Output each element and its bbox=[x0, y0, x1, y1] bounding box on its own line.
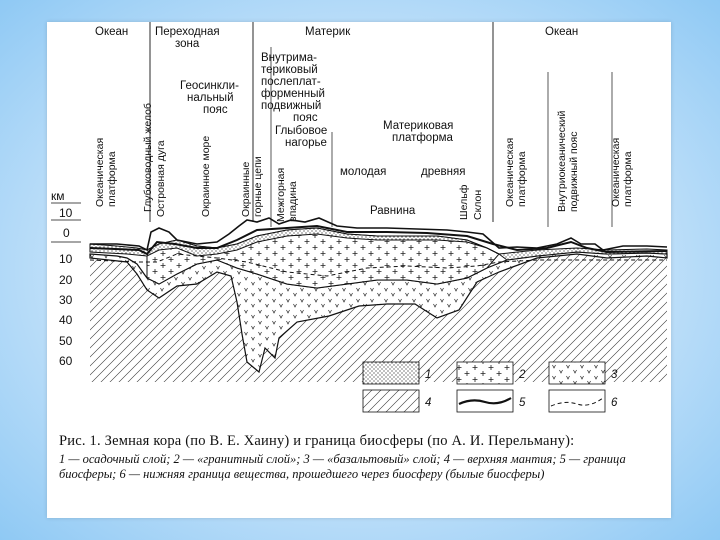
label-geosyncline-2: нальный bbox=[187, 92, 234, 104]
label-intracontinental-4: форменный bbox=[261, 88, 325, 100]
label-ocean-right: Океан bbox=[545, 26, 578, 38]
label-intraoceanic-belt-1: Внутриокеанический bbox=[556, 111, 568, 212]
legend-num-5: 5 bbox=[519, 397, 526, 409]
legend-num-4: 4 bbox=[425, 397, 431, 409]
legend-swatch-basalt bbox=[548, 361, 606, 385]
label-intracontinental-1: Внутрима- bbox=[261, 52, 317, 64]
label-transition-zone-1: Переходная bbox=[155, 26, 220, 38]
biosphere-boundary bbox=[89, 224, 668, 256]
label-intermontane-1: Межгорная bbox=[275, 168, 287, 222]
caption-title: Рис. 1. Земная кора (по В. Е. Хаину) и г… bbox=[59, 433, 575, 449]
label-continental-platform-1: Материковая bbox=[383, 120, 453, 132]
surface-relief bbox=[90, 217, 668, 252]
legend-swatch-sediment bbox=[362, 361, 420, 385]
legend-num-1: 1 bbox=[425, 369, 431, 381]
label-ocean-left: Океан bbox=[95, 26, 128, 38]
label-deep-trench: Глубоководный желоб bbox=[142, 103, 154, 212]
label-intracontinental-3: послеплат- bbox=[261, 76, 321, 88]
legend-swatch-granite bbox=[456, 361, 514, 385]
crust-cross-section: Океан Переходная зона Материк Океан Геос… bbox=[51, 22, 668, 413]
label-young: молодая bbox=[340, 166, 386, 178]
label-marginal-mountains-2: горные цепи bbox=[252, 156, 264, 217]
label-island-arc: Островная дуга bbox=[155, 140, 167, 217]
label-oceanic-platform-right2-2: платформа bbox=[622, 151, 634, 207]
figure-card: Океан Переходная зона Материк Океан Геос… bbox=[47, 22, 671, 518]
legend-num-2: 2 bbox=[518, 369, 526, 381]
lower-boundary bbox=[89, 253, 667, 277]
label-marginal-sea: Окраинное море bbox=[200, 136, 212, 217]
caption-body: 1 — осадочный слой; 2 — «гранитный слой»… bbox=[59, 452, 626, 481]
label-block-highlands-2: нагорье bbox=[285, 137, 327, 149]
label-oceanic-platform-right1-1: Океаническая bbox=[504, 138, 516, 207]
axis-tick-4: 30 bbox=[59, 293, 73, 307]
axis-tick-1: 0 bbox=[63, 226, 70, 240]
label-continent: Материк bbox=[305, 26, 351, 38]
label-oceanic-platform-right2-1: Океаническая bbox=[610, 138, 622, 207]
label-intraoceanic-belt-2: подвижный пояс bbox=[568, 132, 580, 212]
label-block-highlands-1: Глыбовое bbox=[275, 125, 327, 137]
label-intermontane-2: впадина bbox=[287, 181, 299, 222]
legend-line-biosphere-boundary bbox=[458, 397, 512, 406]
label-ancient: древняя bbox=[421, 166, 465, 178]
label-marginal-mountains-1: Окраинные bbox=[240, 162, 252, 217]
legend: 1 2 3 4 5 6 bbox=[362, 361, 618, 413]
axis-tick-7: 60 bbox=[59, 354, 73, 368]
label-geosyncline-1: Геосинкли- bbox=[180, 80, 239, 92]
axis-unit: км bbox=[51, 189, 65, 203]
legend-num-6: 6 bbox=[611, 397, 618, 409]
label-intracontinental-6: пояс bbox=[293, 112, 318, 124]
legend-swatch-lower-boundary bbox=[548, 389, 606, 413]
layer-sediment bbox=[89, 227, 668, 261]
legend-line-lower-boundary bbox=[550, 397, 604, 407]
label-continental-platform-2: платформа bbox=[392, 132, 454, 144]
label-oceanic-platform-left-1: Океаническая bbox=[94, 138, 106, 207]
axis-tick-6: 50 bbox=[59, 334, 73, 348]
label-oceanic-platform-left-2: платформа bbox=[106, 151, 118, 207]
label-geosyncline-3: пояс bbox=[203, 104, 228, 116]
label-intracontinental-2: териковый bbox=[261, 64, 318, 76]
axis-tick-2: 10 bbox=[59, 252, 73, 266]
legend-swatch-mantle bbox=[362, 389, 420, 413]
axis-tick-5: 40 bbox=[59, 313, 73, 327]
legend-num-3: 3 bbox=[611, 369, 618, 381]
figure-caption: Рис. 1. Земная кора (по В. Е. Хаину) и г… bbox=[59, 432, 659, 481]
label-transition-zone-2: зона bbox=[175, 38, 200, 50]
axis-tick-0: 10 bbox=[59, 206, 73, 220]
label-intracontinental-5: подвижный bbox=[261, 100, 321, 112]
layer-mantle bbox=[90, 254, 667, 382]
label-oceanic-platform-right1-2: платформа bbox=[516, 151, 528, 207]
label-slope: Склон bbox=[472, 190, 484, 220]
label-plain: Равнина bbox=[370, 205, 416, 217]
label-shelf: Шельф bbox=[458, 184, 470, 220]
axis-tick-3: 20 bbox=[59, 273, 73, 287]
